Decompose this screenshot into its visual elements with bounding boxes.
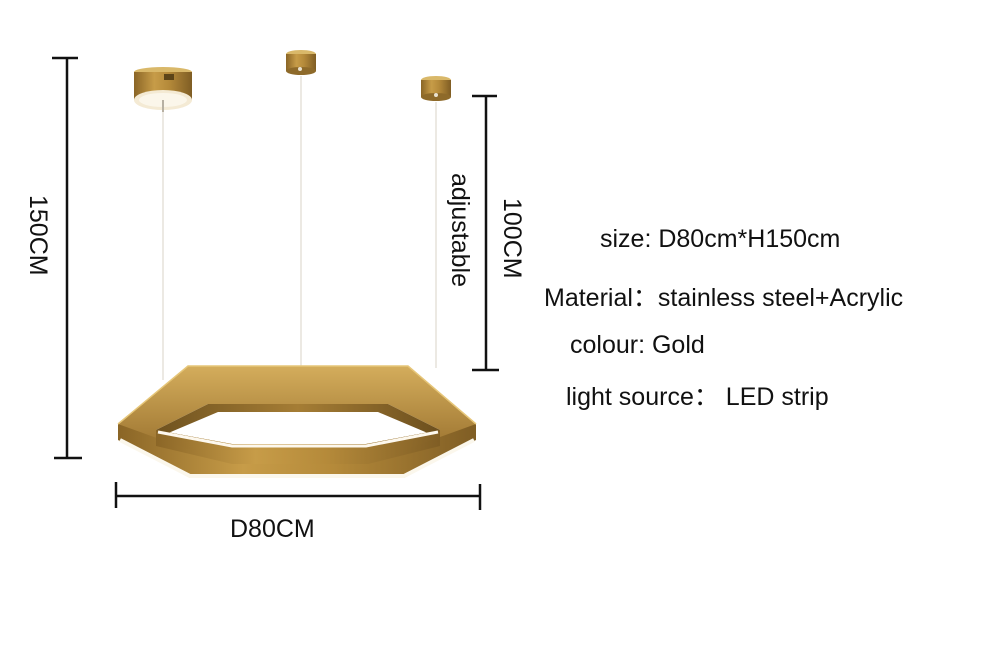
spec-colour: colour: Gold xyxy=(570,331,705,359)
ceiling-canopy-large xyxy=(134,67,192,112)
cable-dimension xyxy=(472,94,499,372)
height-label: 150CM xyxy=(24,195,52,276)
spec-size: size: D80cm*H150cm xyxy=(600,225,841,253)
adjustable-label: adjustable xyxy=(446,173,474,287)
diameter-dimension xyxy=(114,482,482,510)
ceiling-canopy-small-right xyxy=(421,76,451,101)
spec-light-source: light source： LED strip xyxy=(566,383,829,411)
height-dimension xyxy=(52,56,82,460)
suspension-cables xyxy=(162,76,437,380)
cable-length-label: 100CM xyxy=(498,198,526,279)
spec-material: Material：stainless steel+Acrylic xyxy=(544,284,904,312)
hexagon-ring-lamp xyxy=(117,365,477,478)
ceiling-canopy-small-center xyxy=(286,50,316,75)
diameter-label: D80CM xyxy=(230,515,315,543)
